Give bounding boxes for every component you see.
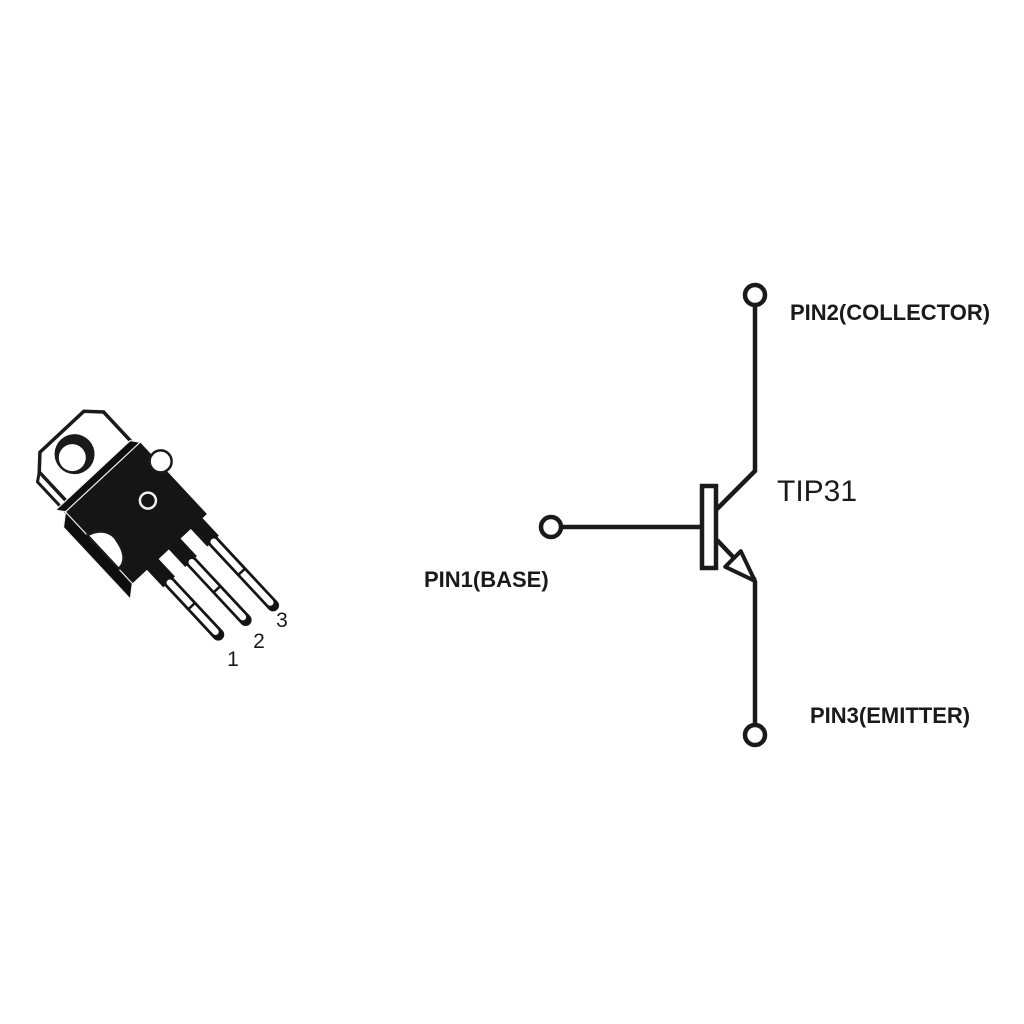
pin1-lead [140,551,225,641]
collector-terminal-circle [742,282,768,308]
base-bar [699,483,719,571]
pin2-number-label: 2 [253,630,265,653]
base-terminal-circle [538,514,564,540]
package-body-top-facet [54,439,142,513]
collector-lead-line [715,306,758,511]
pin1-number-label: 1 [227,648,239,671]
body-dimple [138,491,158,510]
emitter-arrow-icon [723,549,757,583]
body-d-detail [85,530,125,571]
collector-pin-label: PIN2(COLLECTOR) [790,300,990,325]
to220-package-illustration [35,409,280,641]
pin3-number-label: 3 [276,609,288,632]
mounting-hole-inner [58,444,86,472]
emitter-terminal-circle [742,722,768,748]
emitter-pin-label: PIN3(EMITTER) [810,703,970,728]
body-notch [148,449,173,474]
component-label: TIP31 [777,475,857,508]
base-pin-label: PIN1(BASE) [424,567,549,592]
transistor-schematic-symbol [538,282,768,748]
